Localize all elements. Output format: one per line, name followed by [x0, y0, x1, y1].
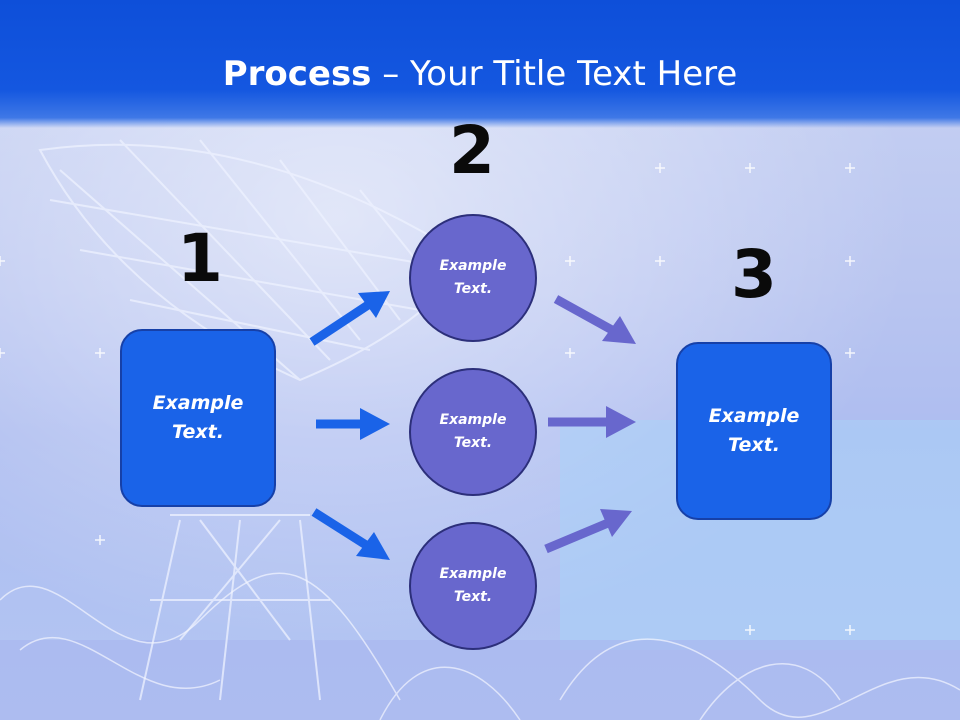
step-1-number: 1 — [177, 220, 223, 297]
step-2-number: 2 — [449, 112, 495, 189]
step-2-item-3-label: Example Text. — [439, 566, 507, 605]
arrow-top-to-3 — [553, 295, 636, 344]
step-3-label: Example Text. — [708, 405, 800, 456]
arrow-middle-to-3 — [548, 406, 636, 438]
step-2-circle-bottom: Example Text. — [409, 522, 537, 650]
slide-title: Process – Your Title Text Here — [0, 52, 960, 96]
step-1-label: Example Text. — [152, 392, 244, 443]
step-2-item-1-label: Example Text. — [439, 258, 507, 297]
step-2-item-2-label: Example Text. — [439, 412, 507, 451]
arrow-1-to-bottom — [311, 508, 390, 560]
step-3-number: 3 — [731, 236, 777, 313]
title-bar — [0, 0, 960, 128]
step-1-box: Example Text. — [120, 329, 276, 507]
title-bold: Process — [222, 54, 372, 94]
title-rest: – Your Title Text Here — [371, 54, 738, 94]
step-2-circle-top: Example Text. — [409, 214, 537, 342]
arrow-bottom-to-3 — [544, 509, 632, 554]
step-2-circle-middle: Example Text. — [409, 368, 537, 496]
arrow-1-to-top — [309, 291, 390, 346]
arrow-1-to-middle — [316, 408, 390, 440]
step-3-box: Example Text. — [676, 342, 832, 520]
